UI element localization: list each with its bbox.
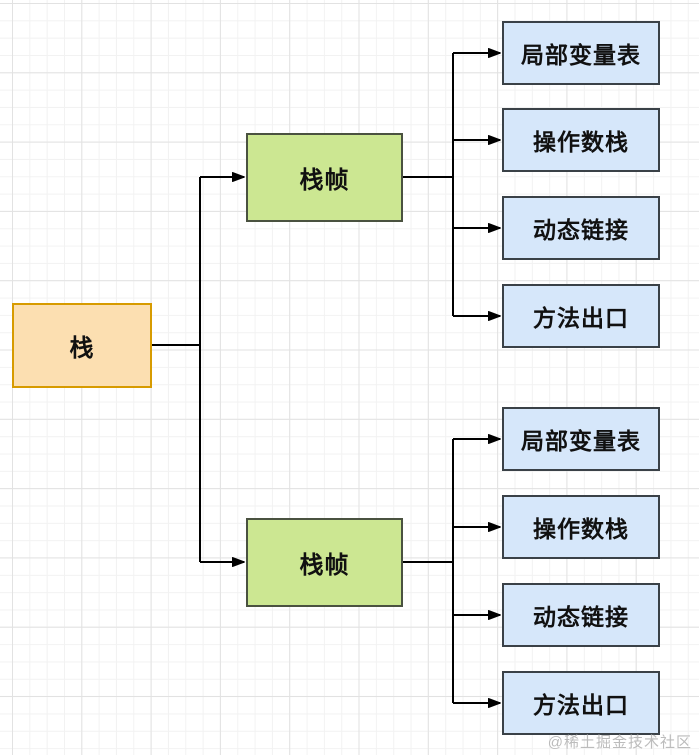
node-local-variable-table-2: 局部变量表	[502, 407, 660, 471]
watermark-text: @稀土掘金技术社区	[547, 734, 692, 751]
node-stack-frame-1-label: 栈帧	[299, 167, 350, 194]
node-stack-frame-1: 栈帧	[246, 133, 403, 222]
node-dynamic-linking-2: 动态链接	[502, 583, 660, 647]
node-stack-label: 栈	[69, 335, 95, 362]
node-method-exit-1: 方法出口	[502, 284, 660, 348]
leaf-label: 方法出口	[533, 305, 629, 331]
leaf-label: 方法出口	[533, 692, 629, 718]
node-operand-stack-2: 操作数栈	[502, 495, 660, 559]
edge-frame1-trunk	[403, 53, 454, 316]
edge-frame2-trunk	[403, 439, 454, 703]
leaf-label: 操作数栈	[533, 516, 629, 542]
node-method-exit-2: 方法出口	[502, 671, 660, 735]
leaf-label: 动态链接	[533, 217, 629, 243]
node-stack-frame-2-label: 栈帧	[299, 552, 350, 579]
leaf-label: 局部变量表	[521, 428, 641, 454]
node-stack-frame-2: 栈帧	[246, 518, 403, 607]
leaf-label: 操作数栈	[533, 129, 629, 155]
leaf-label: 动态链接	[533, 604, 629, 630]
node-dynamic-linking-1: 动态链接	[502, 196, 660, 260]
node-local-variable-table-1: 局部变量表	[502, 21, 660, 85]
node-operand-stack-1: 操作数栈	[502, 108, 660, 172]
leaf-label: 局部变量表	[521, 42, 641, 68]
edge-root-trunk	[152, 177, 201, 562]
node-stack: 栈	[12, 303, 152, 388]
